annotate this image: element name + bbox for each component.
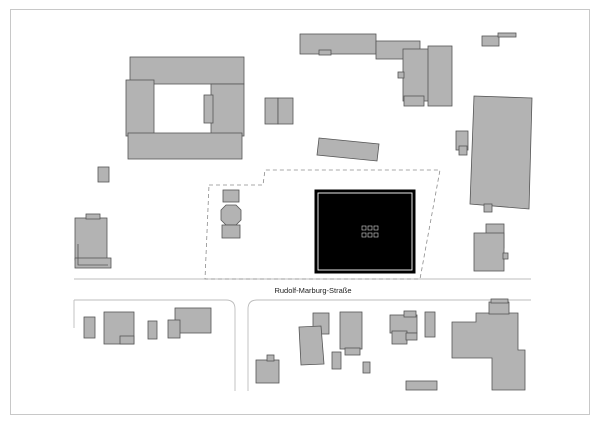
building bbox=[277, 97, 294, 125]
building-group-south-middle bbox=[255, 310, 438, 391]
building bbox=[458, 145, 468, 156]
building-west bbox=[74, 213, 112, 269]
courtyard-building bbox=[125, 56, 245, 160]
project-plot-outline bbox=[204, 169, 441, 280]
new-building bbox=[314, 189, 416, 274]
building bbox=[97, 166, 110, 183]
building-group-east bbox=[473, 223, 509, 272]
building-east-large bbox=[469, 95, 533, 213]
building-group-south-west bbox=[83, 307, 212, 345]
building bbox=[316, 137, 380, 162]
building bbox=[264, 97, 279, 125]
building-group-south-east bbox=[451, 298, 526, 391]
building bbox=[481, 35, 500, 47]
building bbox=[497, 32, 517, 38]
new-building-atrium bbox=[361, 225, 379, 238]
existing-pavilion bbox=[220, 189, 242, 239]
street-label: Rudolf-Marburg-Straße bbox=[274, 286, 351, 295]
building-group-north bbox=[299, 33, 453, 107]
